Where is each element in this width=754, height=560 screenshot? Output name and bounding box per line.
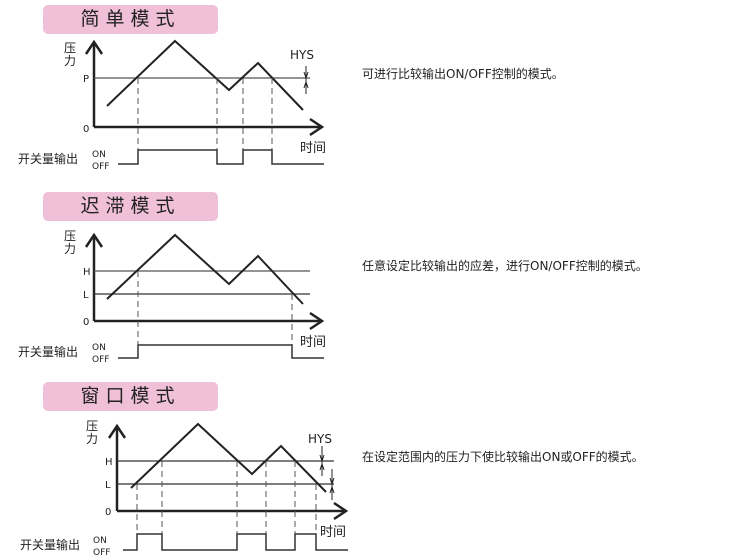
off-label: OFF (92, 355, 109, 365)
x-label: 时间 (300, 335, 326, 350)
banner-hysteresis-mode: 迟滞模式 (43, 192, 218, 221)
pressure-wave (106, 39, 304, 111)
output-label: 开关量输出 (18, 344, 78, 359)
y-label: 压 (64, 229, 76, 243)
zero-label: 0 (105, 507, 111, 518)
on-label: ON (92, 150, 106, 160)
banner-window-mode: 窗口模式 (43, 382, 218, 411)
chart-simple: 压 力 P 0 HYS 时间 开关量输出 ON OFF (18, 39, 326, 172)
zero-label: 0 (83, 317, 89, 328)
pressure-wave (106, 233, 304, 305)
output-label: 开关量输出 (18, 151, 78, 166)
hys-label: HYS (290, 48, 314, 62)
desc-window-mode: 在设定范围内的压力下使比较输出ON或OFF的模式。 (362, 450, 644, 464)
level-label: H (105, 457, 113, 468)
on-label: ON (92, 343, 106, 353)
output-wave (118, 344, 324, 359)
x-label: 时间 (320, 525, 346, 540)
chart-window: 压 力 H L 0 HYS 时间 开关量输出 ON OFF (20, 419, 349, 558)
x-label: 时间 (300, 141, 326, 156)
level-label: L (105, 480, 111, 491)
output-label: 开关量输出 (20, 537, 80, 552)
y-label: 压 (64, 41, 76, 55)
output-wave (118, 149, 324, 165)
zero-label: 0 (83, 124, 89, 135)
chart-hysteresis: 压 力 H L 0 时间 开关量输出 ON OFF (18, 229, 326, 365)
level-label: P (83, 74, 89, 85)
on-label: ON (93, 536, 107, 546)
off-label: OFF (92, 162, 109, 172)
off-label: OFF (93, 548, 110, 558)
desc-hysteresis-mode: 任意设定比较输出的应差，进行ON/OFF控制的模式。 (362, 259, 648, 273)
level-label: H (83, 267, 91, 278)
pressure-wave (130, 422, 327, 493)
y-label: 力 (64, 242, 76, 256)
output-wave (123, 533, 348, 551)
desc-simple-mode: 可进行比较输出ON/OFF控制的模式。 (362, 67, 564, 81)
hys-label: HYS (308, 432, 332, 446)
y-label: 力 (86, 432, 98, 446)
level-label: L (83, 290, 89, 301)
y-label: 力 (64, 54, 76, 68)
y-label: 压 (86, 419, 98, 433)
banner-simple-mode: 简单模式 (43, 5, 218, 34)
